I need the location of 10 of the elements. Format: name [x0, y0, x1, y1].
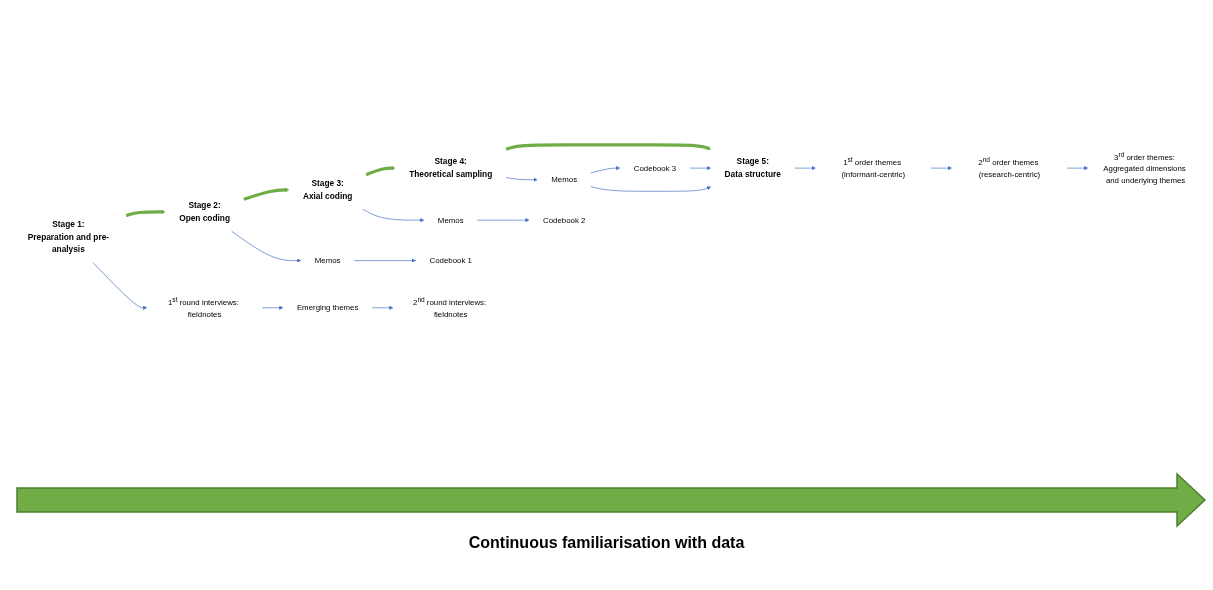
node-text: Stage 1: Preparation and pre-analysis	[27, 219, 109, 254]
arrow	[125, 209, 165, 218]
arrow	[505, 143, 711, 151]
caption-text: Continuous familiarisation with data	[468, 534, 745, 551]
node-text: Stage 2: Open coding	[178, 200, 230, 223]
node-text: Stage 5: Data structure	[724, 157, 781, 179]
arrow	[242, 187, 289, 201]
node-text: Stage 3: Axial coding	[302, 178, 352, 201]
node-text: Stage 4: Theoretical sampling	[408, 157, 492, 179]
arrow	[365, 166, 395, 177]
